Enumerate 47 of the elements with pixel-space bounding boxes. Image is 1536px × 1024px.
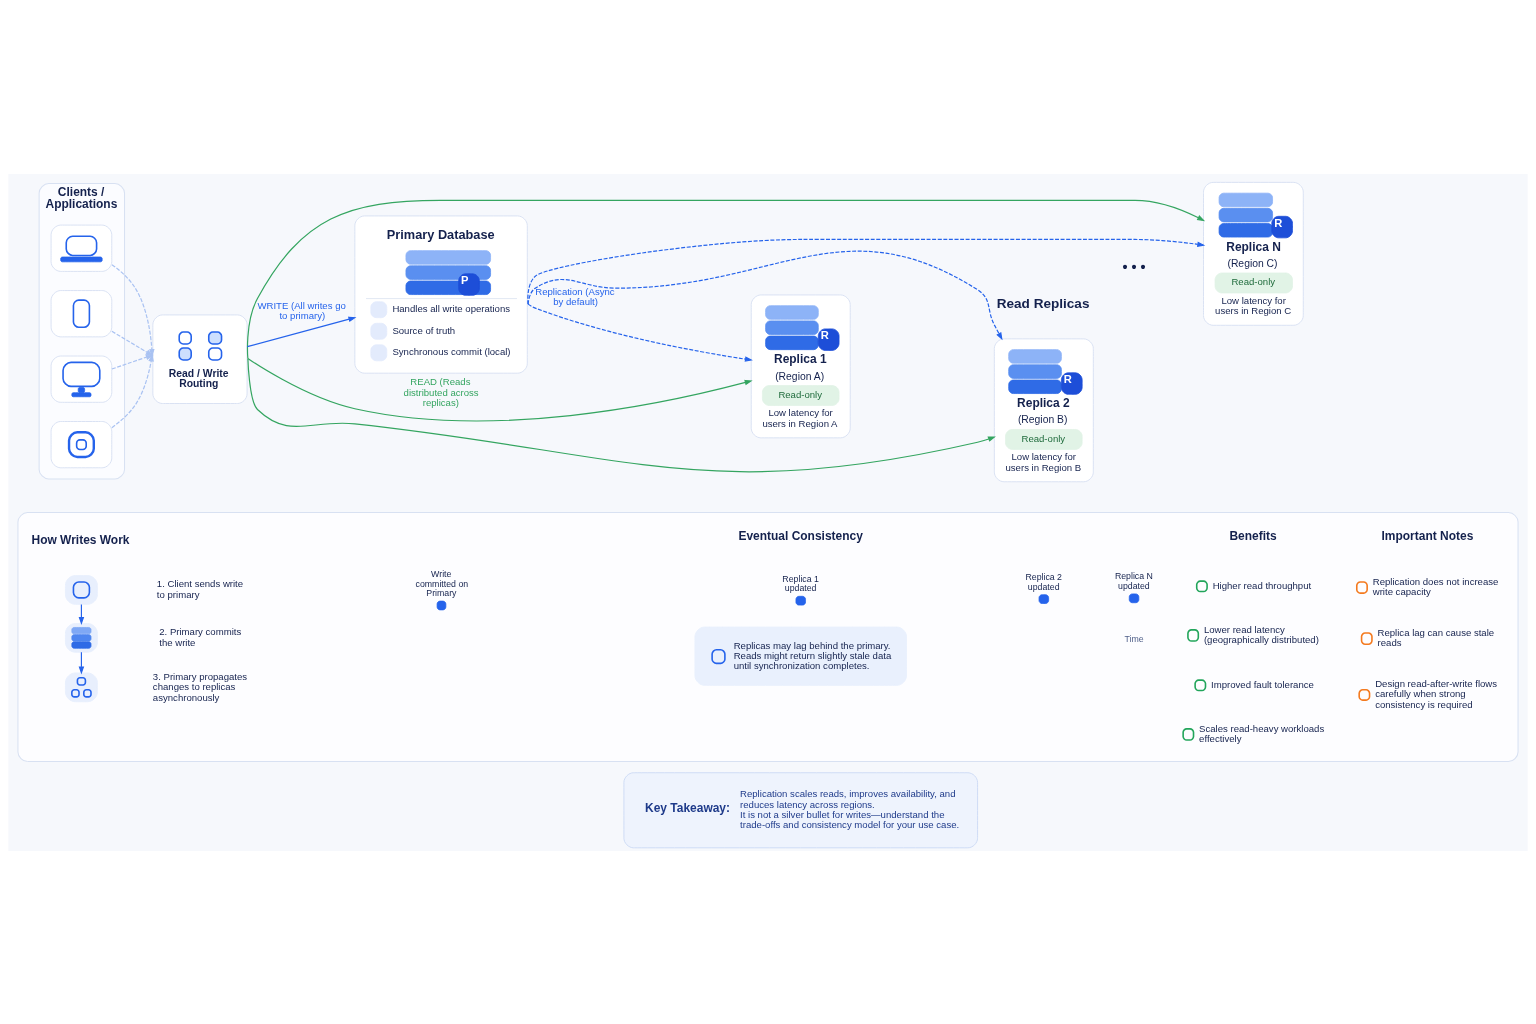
arrow (527, 303, 753, 362)
label: Replica 2 updated (1025, 571, 1063, 592)
label: Important Notes (1381, 528, 1474, 543)
label: How Writes Work (31, 532, 130, 547)
node-box: R Replica N (Region C) Read-only Low latency for users in Region C (1203, 181, 1304, 326)
label: • • • (1122, 258, 1146, 275)
arrow (246, 316, 357, 347)
label: Scales read-heavy workloads effectively (1199, 722, 1325, 744)
arrow (111, 330, 154, 356)
label: Design read-after-write flows carefully when strong consistency is required (1375, 677, 1498, 710)
node-box (50, 420, 113, 468)
label: Lower read latency (geographically distributed) (1203, 623, 1319, 645)
label: Higher read throughput (1212, 579, 1312, 591)
node-box (50, 355, 113, 403)
label: Benefits (1229, 528, 1277, 543)
node-box: R Replica 2 (Region B) Read-only Low latency for users in Region B (993, 337, 1094, 482)
arrow (247, 357, 753, 421)
label: Replica 1 updated (782, 573, 819, 593)
node-box: Read / Write Routing (152, 313, 248, 404)
node-box (64, 574, 98, 605)
label: Read Replicas (996, 295, 1090, 311)
node-box (50, 224, 113, 272)
edge-label: Replication (Async by default) (535, 285, 615, 307)
label: Time (1124, 633, 1144, 644)
label: Improved fault tolerance (1211, 678, 1314, 690)
node-box: Replicas may lag behind the primary. Reads might return slightly stale data until synchronization completes. (694, 626, 907, 686)
label: 3. Primary propagates changes to replicas asynchronously (152, 670, 248, 703)
arrow (527, 250, 1003, 340)
cluster: Clients / Applications (38, 182, 126, 479)
arrow (527, 238, 1206, 305)
label: Eventual Consistency (738, 528, 863, 543)
arrow (247, 357, 996, 472)
label: 1. Client sends write to primary (156, 577, 244, 600)
node-box (64, 672, 98, 702)
node-box: Primary Database P Handles all write operations Source of truth Synchronous commit (local) (354, 214, 528, 374)
node-box: R Replica 1 (Region A) Read-only Low latency for users in Region A (750, 293, 851, 438)
label: Replication does not increase write capacity (1372, 575, 1499, 597)
arrow (111, 263, 155, 357)
node-box: Key Takeaway: Replication scales reads, improves availability, and reduces latency across regions. It is not a silver bullet for writes—understand the trade-offs and consistency model for your use case. (623, 771, 979, 848)
label: Replica lag can cause stale reads (1377, 626, 1495, 648)
label: 2. Primary commits the write (159, 625, 242, 647)
node-box (64, 622, 98, 653)
edge-label: READ (Reads distributed across replicas) (403, 375, 479, 408)
label: Replica N updated (1114, 570, 1153, 591)
label: Write committed on Primary (415, 568, 469, 598)
node-box (50, 289, 113, 337)
edge-label: WRITE (All writes go to primary) (257, 299, 346, 321)
